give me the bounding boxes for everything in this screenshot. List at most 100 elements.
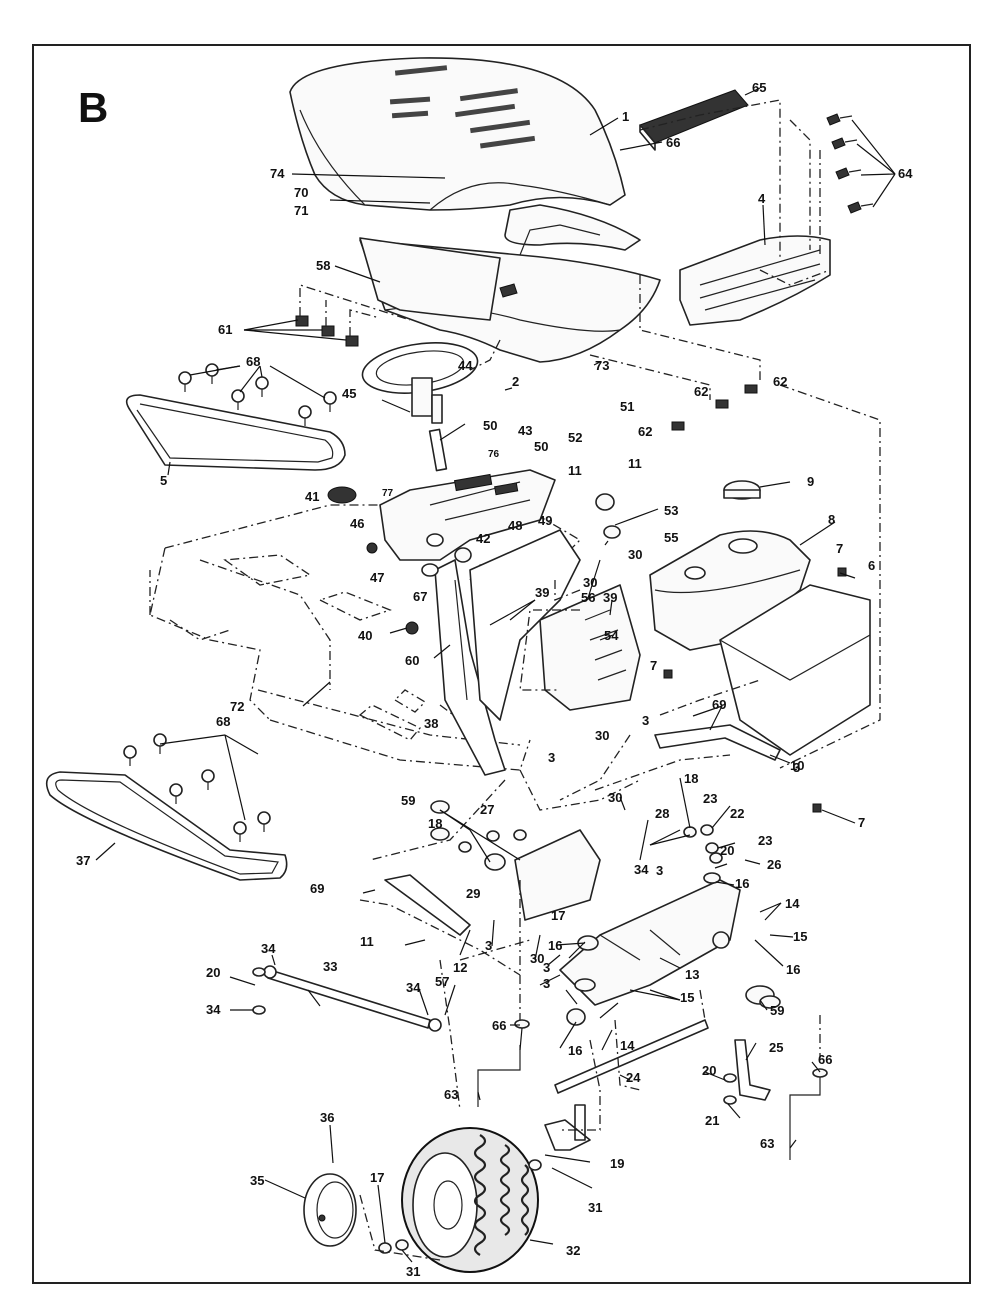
callout-12: 12	[453, 960, 467, 975]
callout-6: 6	[868, 558, 875, 573]
grille	[679, 235, 831, 326]
callout-66b: 66	[492, 1018, 506, 1033]
callout-17: 17	[551, 908, 565, 923]
callout-51: 51	[620, 399, 634, 414]
front-tire	[401, 1127, 539, 1273]
callout-11b: 11	[628, 456, 642, 471]
callout-1: 1	[622, 109, 629, 124]
callout-8: 8	[828, 512, 835, 527]
callout-47: 47	[370, 570, 384, 585]
callout-30: 30	[608, 790, 622, 805]
callout-18: 18	[428, 816, 442, 831]
knob	[327, 486, 357, 504]
callout-15: 15	[793, 929, 807, 944]
callout-50: 50	[483, 418, 497, 433]
callout-28: 28	[655, 806, 669, 821]
steering-wheel	[361, 342, 479, 424]
callout-49: 49	[538, 513, 552, 528]
callout-10: 10	[790, 758, 804, 773]
callout-45: 45	[342, 386, 356, 401]
callout-36: 36	[320, 1110, 334, 1125]
callout-60: 60	[405, 653, 419, 668]
drag-link	[263, 965, 442, 1032]
callout-59b: 59	[770, 1003, 784, 1018]
spindle-left	[544, 1104, 591, 1151]
callout-40: 40	[358, 628, 372, 643]
center-panel	[469, 529, 581, 721]
callout-18b: 18	[684, 771, 698, 786]
callout-3g: 3	[656, 863, 663, 878]
sheet-letter: B	[78, 84, 108, 131]
dash-panel	[359, 237, 501, 321]
callout-30d: 30	[583, 575, 597, 590]
pedal-bracket	[539, 584, 641, 711]
callout-30c: 30	[628, 547, 642, 562]
diagram-border	[32, 44, 971, 1284]
callout-2: 2	[512, 374, 519, 389]
callout-labels: 1 2 3 3 3 3 3 3 3 4 5 6 7 7 7 8 9 10 11 …	[76, 80, 913, 1279]
callout-58: 58	[316, 258, 330, 273]
axle-support-bar	[654, 724, 781, 761]
callout-69: 69	[712, 697, 726, 712]
callout-72: 72	[230, 699, 244, 714]
grille-bolts	[826, 113, 874, 214]
battery-tray	[719, 584, 871, 756]
front-axle-bracket	[514, 829, 741, 1006]
spindle-right	[734, 1039, 771, 1101]
callout-53: 53	[664, 503, 678, 518]
callout-73: 73	[595, 358, 609, 373]
callout-74: 74	[270, 166, 285, 181]
callout-24: 24	[626, 1070, 641, 1085]
callout-41: 41	[305, 489, 319, 504]
callout-39: 39	[535, 585, 549, 600]
callout-30e: 30	[530, 951, 544, 966]
callout-25: 25	[769, 1040, 783, 1055]
callout-34b: 34	[206, 1002, 221, 1017]
callout-39b: 39	[603, 590, 617, 605]
callout-57: 57	[435, 974, 449, 989]
callout-3b: 3	[793, 760, 800, 775]
callout-69b: 69	[310, 881, 324, 896]
small-hardware	[252, 283, 847, 1254]
callout-66: 66	[666, 135, 680, 150]
callout-37: 37	[76, 853, 90, 868]
dash-console	[379, 469, 556, 561]
callout-63b: 63	[760, 1136, 774, 1151]
callout-3: 3	[548, 750, 555, 765]
callout-61: 61	[218, 322, 232, 337]
callout-43: 43	[518, 423, 532, 438]
callout-21: 21	[705, 1113, 719, 1128]
fuel-cap	[723, 480, 761, 500]
callout-34c: 34	[406, 980, 421, 995]
callout-19: 19	[610, 1156, 624, 1171]
callout-16b: 16	[548, 938, 562, 953]
callout-16d: 16	[786, 962, 800, 977]
callout-23b: 23	[758, 833, 772, 848]
callout-4: 4	[758, 191, 766, 206]
wire-clips	[295, 315, 359, 347]
callout-3c: 3	[642, 713, 649, 728]
callout-16c: 16	[568, 1043, 582, 1058]
callout-65: 65	[752, 80, 766, 95]
foam-strip	[639, 89, 749, 151]
callout-62b: 62	[694, 384, 708, 399]
callout-55: 55	[664, 530, 678, 545]
callout-7b: 7	[650, 658, 657, 673]
callout-42: 42	[476, 531, 490, 546]
callout-7c: 7	[858, 815, 865, 830]
callout-31b: 31	[406, 1264, 420, 1279]
callout-20: 20	[206, 965, 220, 980]
callout-52: 52	[568, 430, 582, 445]
callout-16: 16	[735, 876, 749, 891]
tie-rod	[554, 1019, 709, 1094]
callout-30b: 30	[595, 728, 609, 743]
callout-5: 5	[160, 473, 167, 488]
callout-3d: 3	[485, 938, 492, 953]
callout-46: 46	[350, 516, 364, 531]
assembly-lines	[359, 275, 881, 1261]
callout-11c: 11	[360, 934, 374, 949]
callout-76: 76	[488, 449, 500, 460]
pin-right	[789, 1075, 821, 1160]
callout-38: 38	[424, 716, 438, 731]
callout-62: 62	[773, 374, 787, 389]
